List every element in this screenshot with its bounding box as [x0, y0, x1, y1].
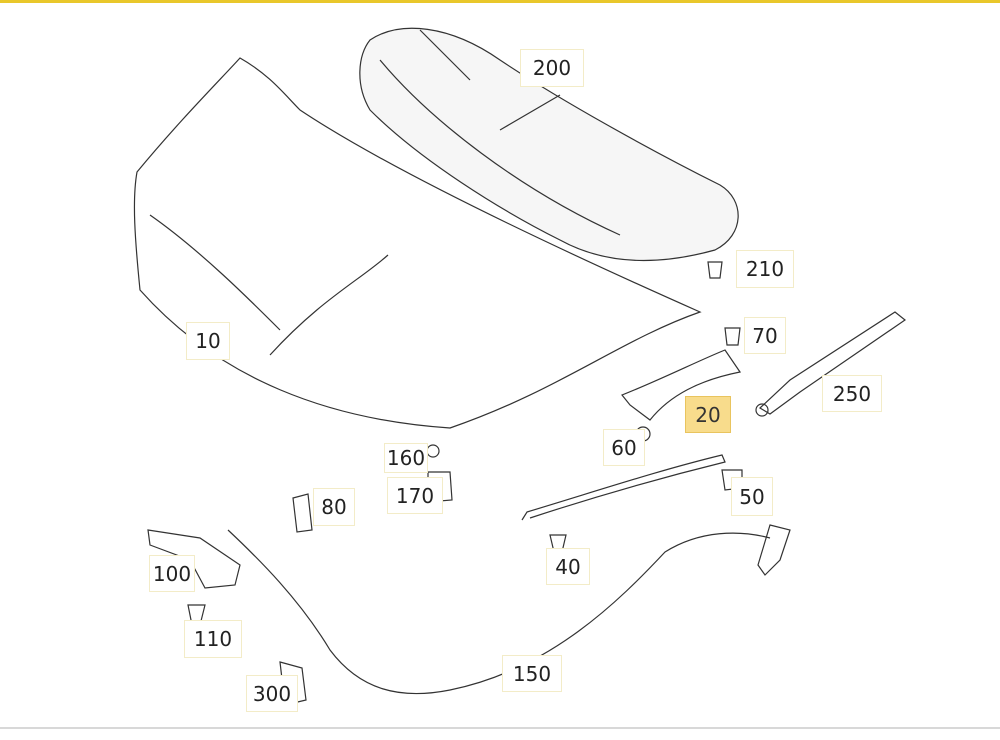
hinge-20-part	[621, 349, 742, 421]
prop-rod-part	[521, 454, 726, 521]
hood-insulation-part	[359, 27, 739, 262]
part-label-300[interactable]: 300	[246, 675, 298, 712]
top-accent-bar	[0, 0, 1000, 3]
part-label-170[interactable]: 170	[387, 477, 443, 514]
part-label-70[interactable]: 70	[744, 317, 786, 354]
part-label-160[interactable]: 160	[384, 443, 428, 473]
part-label-150[interactable]: 150	[502, 655, 562, 692]
bolt-70-part	[724, 327, 741, 346]
part-label-100[interactable]: 100	[149, 555, 195, 592]
part-label-80[interactable]: 80	[313, 488, 355, 526]
part-label-40[interactable]: 40	[546, 548, 590, 585]
part-label-200[interactable]: 200	[520, 49, 584, 87]
gas-strut-250-part	[759, 311, 907, 415]
bottom-divider	[0, 727, 1000, 729]
hood-part	[133, 57, 702, 429]
grommet-160-part	[426, 444, 440, 458]
part-label-210[interactable]: 210	[736, 250, 794, 288]
clip-210-part	[707, 261, 723, 279]
switch-80-part	[292, 493, 313, 533]
part-label-50[interactable]: 50	[731, 477, 773, 516]
part-label-250[interactable]: 250	[822, 375, 882, 412]
part-label-10[interactable]: 10	[186, 322, 230, 360]
part-label-60[interactable]: 60	[603, 429, 645, 466]
latch-100-part	[147, 529, 241, 589]
part-label-20-highlighted[interactable]: 20	[685, 396, 731, 433]
part-label-110[interactable]: 110	[184, 620, 242, 658]
release-cable-150-part	[227, 529, 771, 695]
